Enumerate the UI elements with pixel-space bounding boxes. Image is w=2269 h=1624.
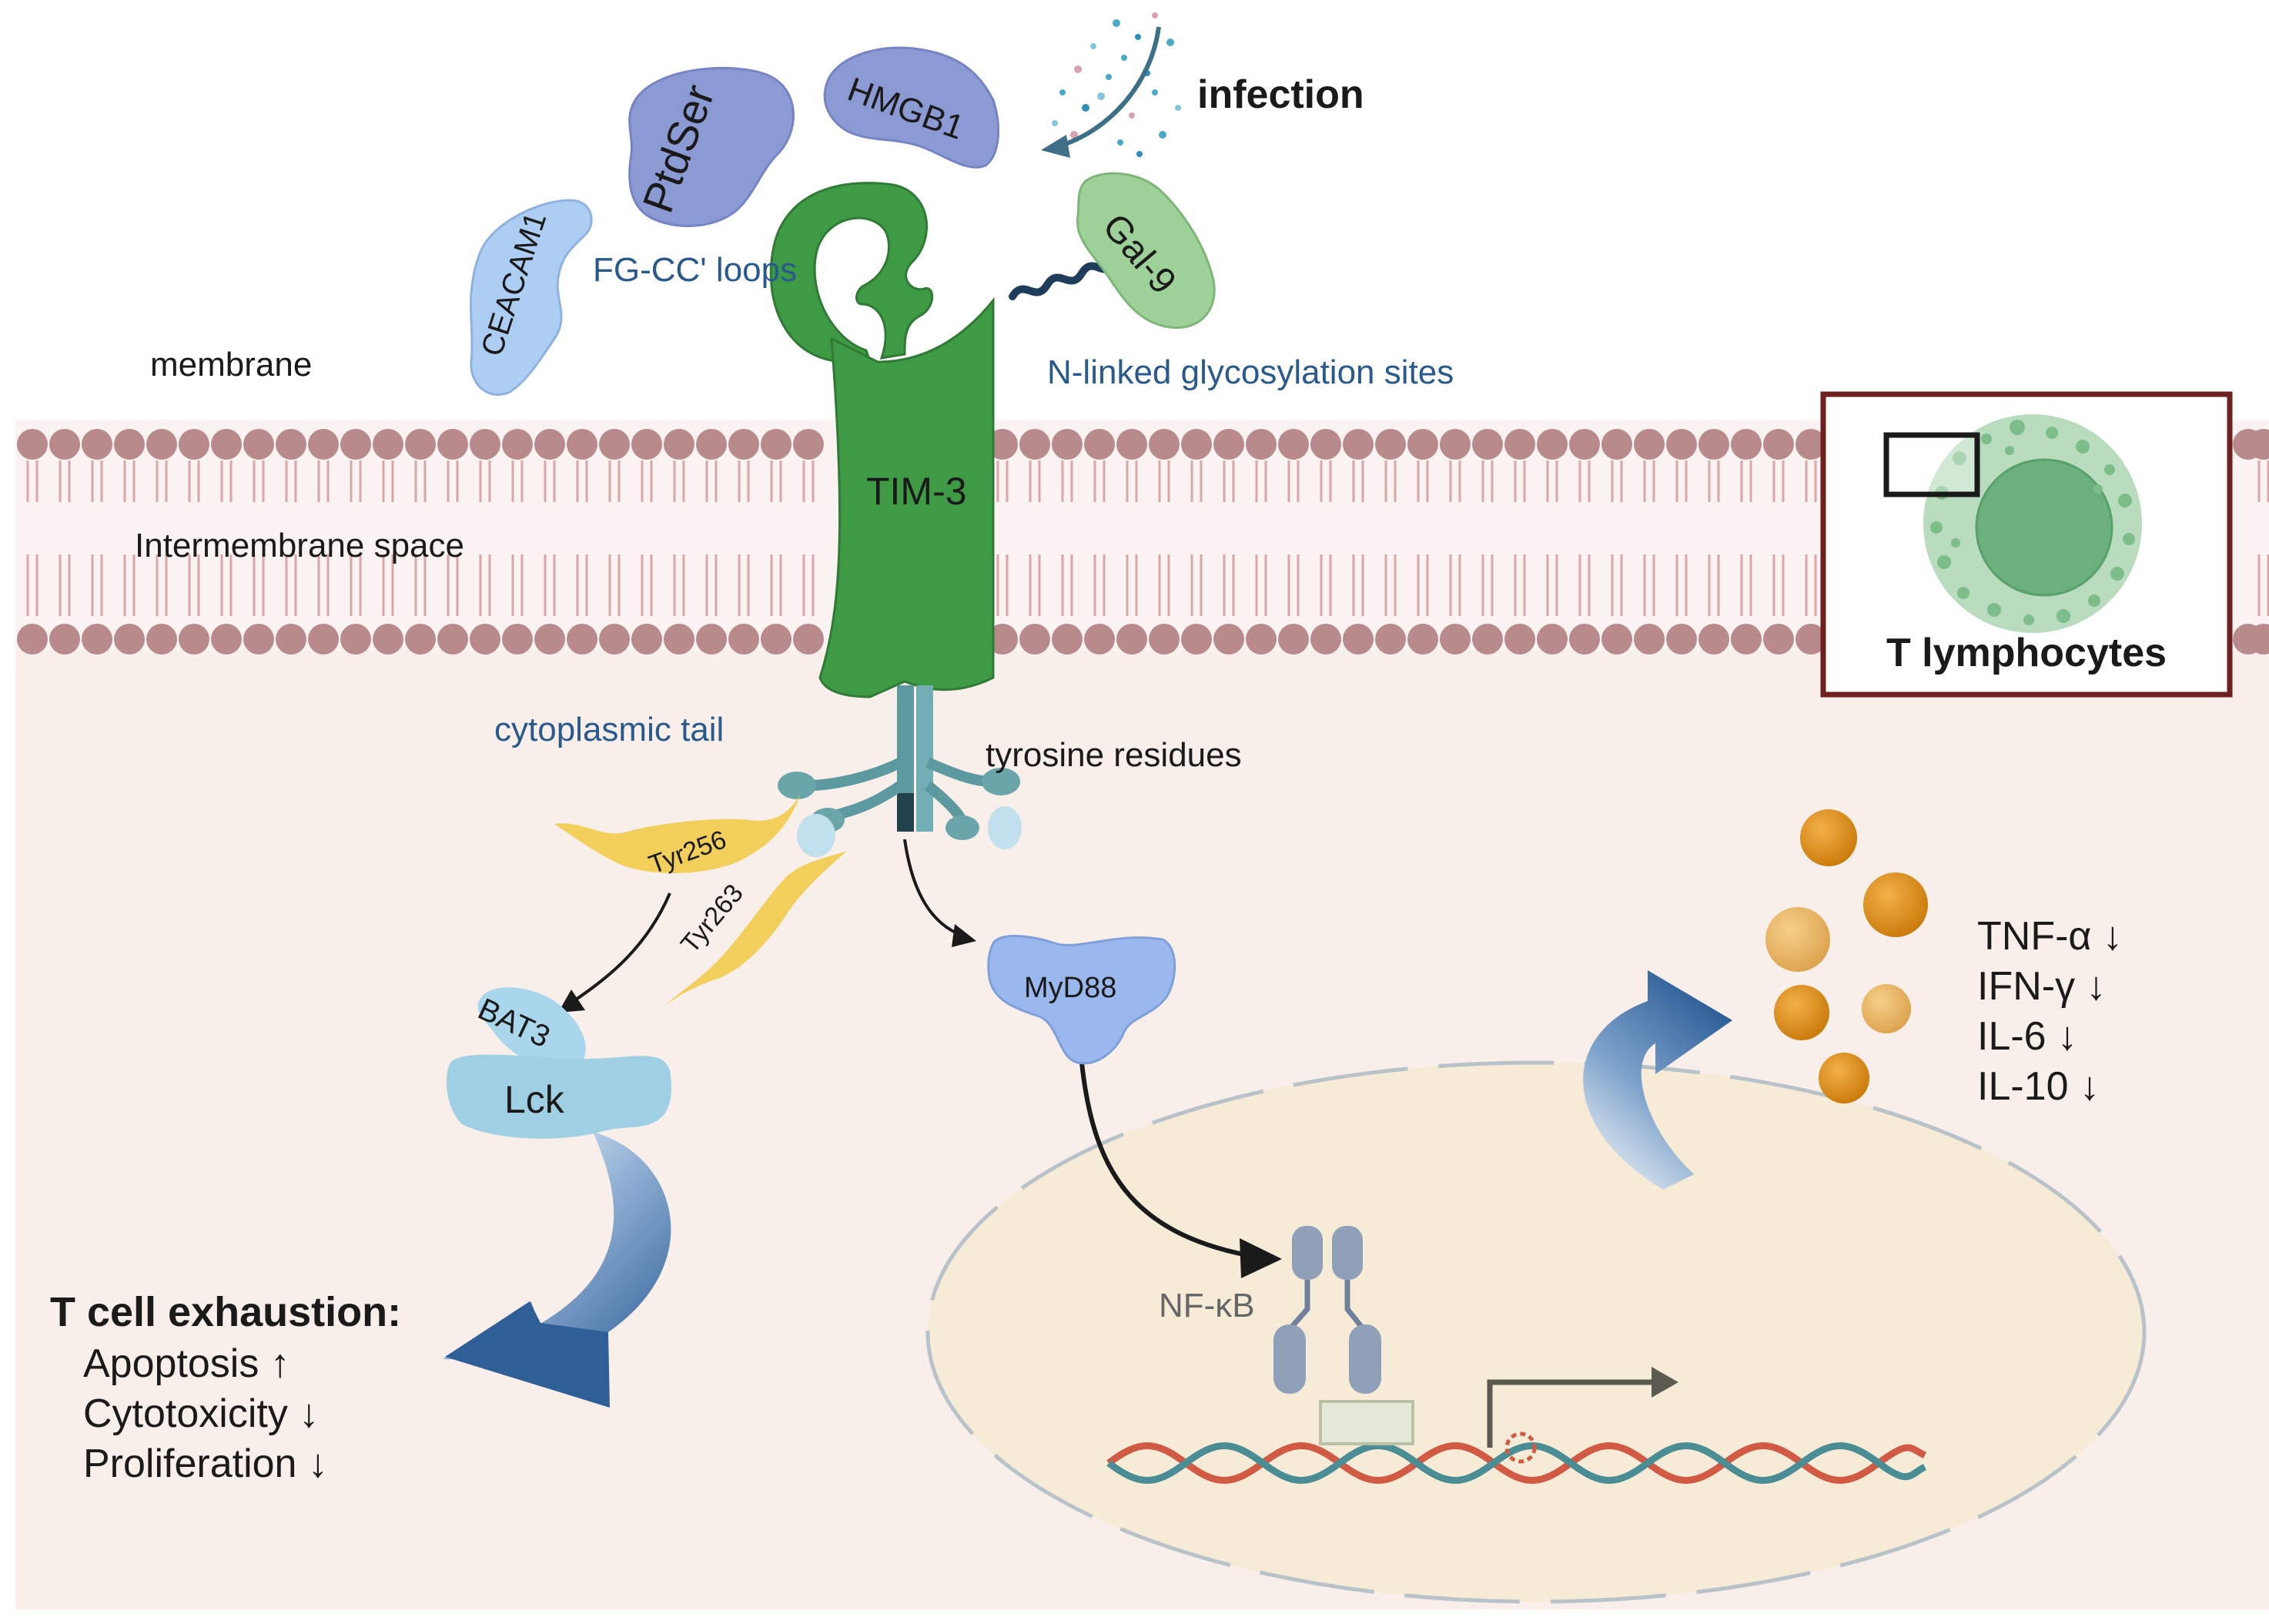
myd88-protein — [987, 935, 1176, 1065]
exhaustion-arrowhead — [445, 1301, 610, 1408]
cytokine-il6: IL-6 ↓ — [1977, 1014, 2077, 1059]
cytokine-particles — [1765, 809, 1928, 1103]
dna-strand-teal — [1106, 1442, 1927, 1484]
tyr-arrowhead — [558, 989, 585, 1013]
t-cell-nucleus — [1975, 458, 2113, 597]
exhaustion-arrow — [443, 1132, 671, 1363]
ptdser-ligand — [628, 66, 795, 227]
myd88-to-nfkb-arrow — [1079, 1062, 1248, 1257]
lck-label: Lck — [504, 1078, 565, 1121]
nucleus — [925, 1060, 2147, 1604]
lck-protein — [447, 1054, 671, 1139]
transcription-arrowhead — [1652, 1367, 1678, 1398]
exhaustion-proliferation: Proliferation ↓ — [83, 1442, 328, 1486]
exhaustion-apoptosis: Apoptosis ↑ — [83, 1341, 290, 1386]
infection-particles — [1052, 12, 1181, 157]
inset-title: T lymphocytes — [1886, 631, 2167, 675]
cytoplasmic-tail-label: cytoplasmic tail — [494, 711, 724, 748]
exhaustion-cytotoxicity: Cytotoxicity ↓ — [83, 1391, 319, 1436]
exhaustion-title: T cell exhaustion: — [50, 1289, 401, 1335]
tail-arrowhead — [952, 924, 976, 947]
exhaustion-block: T cell exhaustion: Apoptosis ↑ Cytotoxic… — [50, 1289, 401, 1486]
gal9-ligand — [1076, 172, 1216, 330]
cytokine-il10: IL-10 ↓ — [1977, 1064, 2100, 1109]
tyr-to-bat3-arrow — [572, 892, 671, 1003]
ceacam1-ligand — [470, 199, 593, 397]
tim3-label: TIM-3 — [866, 470, 967, 513]
glycan-chain — [1009, 258, 1116, 300]
tyr256-protein — [554, 793, 801, 873]
n-linked-label: N-linked glycosylation sites — [1047, 353, 1454, 391]
tyr263-protein — [666, 851, 847, 1005]
myd88-label: MyD88 — [1024, 972, 1116, 1004]
secretion-arrow — [1583, 970, 1732, 1190]
nfkb-label: NF-κB — [1159, 1287, 1255, 1324]
transcription-start-arrow — [1487, 1379, 1655, 1448]
cytokine-tnf: TNF-α ↓ — [1977, 914, 2123, 959]
fg-loops-label: FG-CC' loops — [593, 251, 797, 289]
promoter-binding-box — [1319, 1400, 1414, 1445]
bat3-protein — [477, 987, 586, 1070]
infection-arrowhead — [1041, 135, 1070, 158]
cytokine-list: TNF-α ↓ IFN-γ ↓ IL-6 ↓ IL-10 ↓ — [1977, 914, 2123, 1109]
myd88-arrowhead — [1240, 1238, 1282, 1278]
tail-to-myd88-arrow — [903, 839, 963, 937]
t-lymphocyte-inset: T lymphocytes — [1820, 391, 2233, 698]
zoom-window — [1883, 432, 1980, 497]
cytoplasmic-tail — [778, 685, 1022, 857]
intermembrane-label: Intermembrane space — [135, 527, 464, 564]
hmgb1-ligand — [823, 46, 1000, 169]
tim3-receptor — [769, 182, 995, 698]
membrane-label: membrane — [150, 346, 312, 383]
phospholipid-bilayer — [17, 429, 2269, 655]
nfkb-dimer — [1273, 1226, 1381, 1394]
cytokine-ifn: IFN-γ ↓ — [1977, 964, 2107, 1009]
transcription-bubble — [1504, 1431, 1537, 1464]
tyrosine-residues-label: tyrosine residues — [986, 736, 1242, 774]
infection-label: infection — [1197, 72, 1364, 117]
infection-arrow — [1058, 26, 1161, 149]
